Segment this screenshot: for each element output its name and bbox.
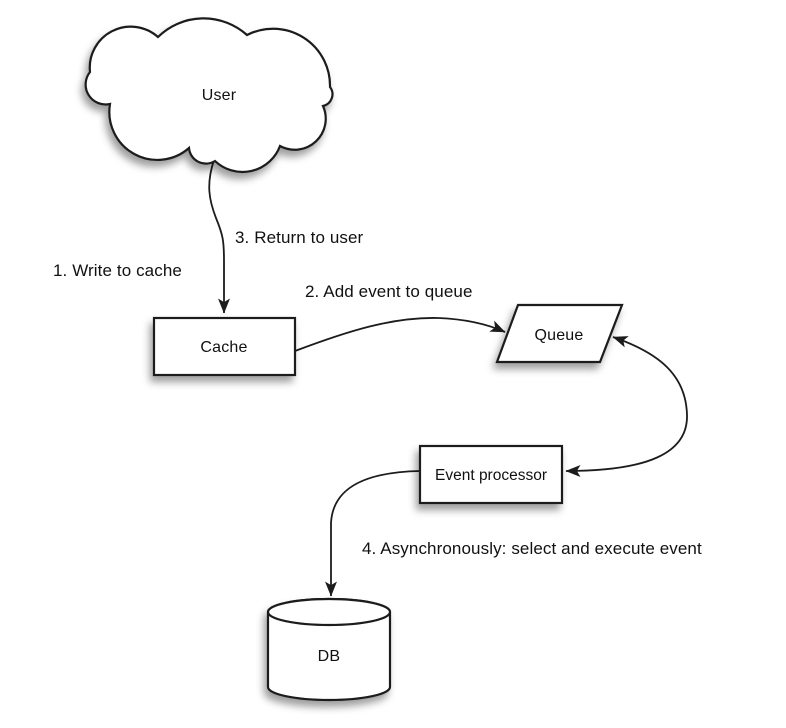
step1-label: 1. Write to cache [53,261,182,280]
cache-box [152,316,297,377]
db-cylinder-top [266,597,392,627]
user-label: User [202,87,237,104]
queue-parallelogram [495,303,624,364]
user-cloud-shape [84,17,334,174]
cache-label: Cache [200,339,247,356]
arrow-queue-eventprocessor [565,336,688,477]
db-label: DB [318,648,341,665]
arrow-cache-to-queue [294,317,506,352]
nodes: User Cache Queue Event processor DB [84,17,624,702]
step2-label: 2. Add event to queue [305,282,473,301]
step3-label: 3. Return to user [235,228,364,247]
queue-label: Queue [534,327,583,344]
db-cylinder [266,597,392,702]
arrow-eventprocessor-to-db [325,470,421,597]
edges [208,159,688,597]
step-labels: 1. Write to cache 2. Add event to queue … [53,228,702,558]
step4-label: 4. Asynchronously: select and execute ev… [362,539,702,558]
arrow-user-to-cache [208,159,230,314]
event-processor-label: Event processor [435,467,547,484]
event-processor-box [418,444,564,505]
